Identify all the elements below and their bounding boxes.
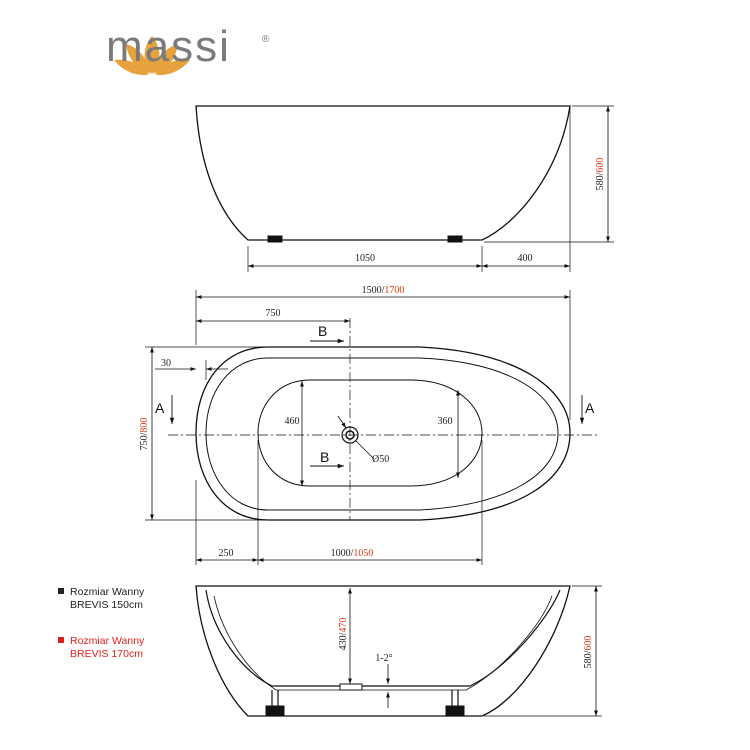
section-outer [195,585,571,717]
registered-mark: ® [262,34,270,45]
dim-top-750: 750 [266,308,281,319]
section-foot-left [265,705,285,717]
section-b-top: B [318,323,327,339]
dim-top-460: 460 [285,416,300,427]
dim-section-depth: 430/470 [338,618,349,651]
legend-150-line2: BREVIS 150cm [70,599,143,611]
legend-150-line1: Rozmiar Wanny [70,586,145,598]
dim-section-height-red: 600 [583,636,594,651]
section-inner [205,589,561,687]
dim-side-1050: 1050 [355,253,375,264]
section-a-right: A [585,400,595,416]
legend-item-150: Rozmiar Wanny BREVIS 150cm [58,586,144,612]
dim-section-depth-black: 430 [338,635,349,650]
dim-section-depth-red: 470 [338,618,349,633]
section-drain [339,683,363,691]
brand-name: massi [106,22,231,71]
section-view [195,585,602,717]
dim-side-height: 580/600 [595,158,606,191]
section-foot-right [445,705,465,717]
dim-top-inner-length-red: 1050 [353,548,373,559]
massi-logo [114,36,190,76]
dim-section-slope: 1-2° [375,653,392,664]
dim-top-360: 360 [438,416,453,427]
dim-section-height-black: 580 [583,653,594,668]
dim-top-30: 30 [161,358,171,369]
side-view-outline [195,105,571,241]
top-basin [257,379,483,487]
dim-separator: / [595,172,606,175]
dim-side-height-red: 600 [595,158,606,173]
dim-top-inner-length: 1000/1050 [331,548,374,559]
section-inner-wall [213,595,553,691]
dim-section-height: 580/600 [583,636,594,669]
dim-top-overall-red: 1700 [384,285,404,296]
legend-170-line2: BREVIS 170cm [70,648,143,660]
section-a-left: A [155,400,165,416]
top-view [145,290,600,565]
dim-top-overall-black: 1500 [362,285,382,296]
dim-top-inner-length-black: 1000 [331,548,351,559]
legend-swatch-black [58,588,64,594]
dim-top-width-black: 750 [139,435,150,450]
legend-item-170: Rozmiar Wanny BREVIS 170cm [58,635,144,661]
section-b-bottom: B [320,449,329,465]
dim-top-250: 250 [219,548,234,559]
legend-170-line1: Rozmiar Wanny [70,635,145,647]
legend-swatch-red [58,637,64,643]
side-view [195,105,614,272]
dim-top-width: 750/800 [139,418,150,451]
side-foot-left [267,235,283,243]
dim-side-400: 400 [518,253,533,264]
drain-inner [345,430,355,440]
lotus-icon [114,36,190,76]
side-foot-right [447,235,463,243]
dim-top-overall: 1500/1700 [362,285,405,296]
dim-drain: Ø50 [372,454,389,465]
dim-top-width-red: 800 [139,418,150,433]
drain-outer [341,426,359,444]
top-outer-rim [195,346,571,521]
top-inner-rim [205,357,559,511]
dim-side-height-black: 580 [595,175,606,190]
